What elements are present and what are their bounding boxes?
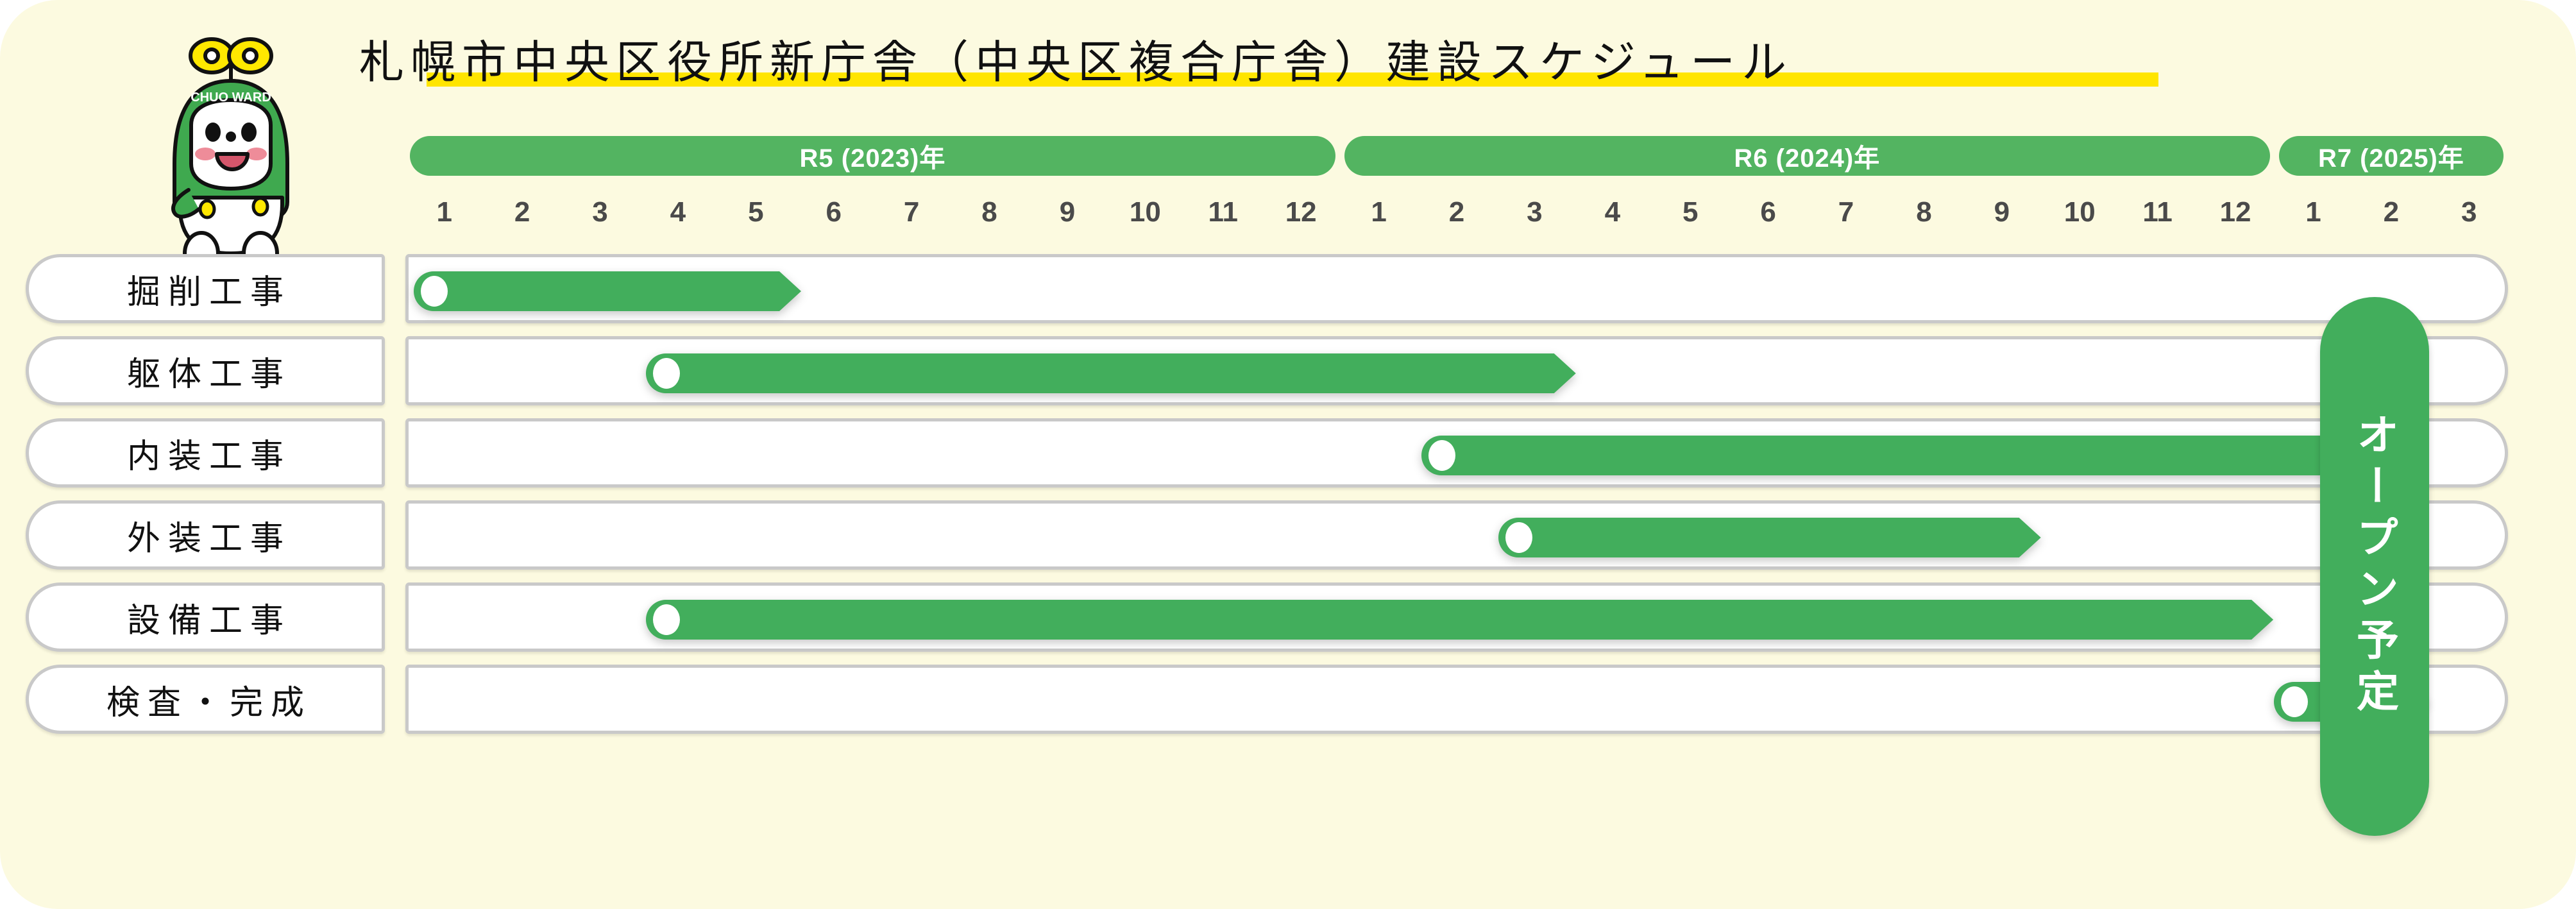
month-tick-7: 7 [903, 196, 920, 228]
month-tick-6: 6 [826, 196, 842, 228]
row-label-6[interactable]: 検査・完成 [26, 665, 385, 734]
gantt-row: 外装工事 [0, 500, 2534, 570]
open-scheduled-label: オープン予定 [2351, 412, 2398, 720]
year-pill-label: R5 (2023)年 [799, 144, 946, 173]
year-pill-3: R7 (2025)年 [2278, 136, 2504, 176]
svg-text:CHUO WARD: CHUO WARD [191, 90, 271, 105]
row-label-text: 設備工事 [126, 602, 291, 640]
row-track-2 [405, 336, 2508, 405]
gantt-row: 躯体工事 [0, 336, 2534, 405]
row-label-1[interactable]: 掘削工事 [26, 254, 385, 323]
gantt-bar-1[interactable] [414, 271, 802, 311]
open-scheduled-badge: オープン予定 [2320, 297, 2429, 836]
gantt-bar-5[interactable] [646, 600, 2274, 640]
row-label-text: 検査・完成 [106, 684, 312, 722]
row-label-2[interactable]: 躯体工事 [26, 336, 385, 405]
gantt-bar-3[interactable] [1421, 436, 2351, 475]
month-tick-18: 6 [1760, 196, 1776, 228]
month-tick-4: 4 [670, 196, 686, 228]
row-track-5 [405, 582, 2508, 652]
row-track-6 [405, 665, 2508, 734]
row-label-text: 外装工事 [126, 520, 291, 557]
year-pill-label: R6 (2024)年 [1734, 144, 1881, 173]
row-label-text: 躯体工事 [126, 355, 291, 393]
month-tick-14: 2 [1448, 196, 1465, 228]
month-tick-26: 2 [2383, 196, 2400, 228]
month-tick-2: 2 [514, 196, 530, 228]
gantt-row: 掘削工事 [0, 254, 2534, 323]
year-pill-1: R5 (2023)年 [410, 136, 1335, 176]
month-tick-5: 5 [748, 196, 764, 228]
month-tick-22: 10 [2063, 196, 2096, 228]
month-tick-19: 7 [1838, 196, 1854, 228]
month-tick-25: 1 [2305, 196, 2321, 228]
month-tick-17: 5 [1682, 196, 1699, 228]
month-tick-13: 1 [1371, 196, 1387, 228]
gantt-row: 内装工事 [0, 418, 2534, 488]
page-title-text: 札幌市中央区役所新庁舎（中央区複合庁舎）建設スケジュール [359, 37, 1793, 87]
year-pill-label: R7 (2025)年 [2318, 144, 2464, 173]
chuo-ward-mascot-icon: CHUO WARD [135, 32, 327, 276]
page-title: 札幌市中央区役所新庁舎（中央区複合庁舎）建設スケジュール [359, 29, 2284, 99]
month-tick-10: 10 [1129, 196, 1161, 228]
month-tick-12: 12 [1285, 196, 1317, 228]
month-tick-16: 4 [1604, 196, 1621, 228]
month-tick-27: 3 [2461, 196, 2477, 228]
row-label-text: 掘削工事 [126, 273, 291, 311]
month-tick-24: 12 [2219, 196, 2251, 228]
month-tick-11: 11 [1208, 196, 1239, 228]
row-track-4 [405, 500, 2508, 570]
month-tick-1: 1 [436, 196, 452, 228]
gantt-row: 設備工事 [0, 582, 2534, 652]
gantt-bar-4[interactable] [1498, 518, 2042, 557]
month-tick-9: 9 [1059, 196, 1076, 228]
month-tick-3: 3 [592, 196, 608, 228]
title-highlight-bar [427, 72, 2158, 87]
row-label-5[interactable]: 設備工事 [26, 582, 385, 652]
month-tick-20: 8 [1916, 196, 1932, 228]
month-tick-23: 11 [2142, 196, 2173, 228]
row-label-4[interactable]: 外装工事 [26, 500, 385, 570]
year-pill-2: R6 (2024)年 [1344, 136, 2270, 176]
row-track-1 [405, 254, 2508, 323]
month-tick-15: 3 [1527, 196, 1543, 228]
gantt-row: 検査・完成 [0, 665, 2534, 734]
month-tick-21: 9 [1994, 196, 2010, 228]
gantt-bar-2[interactable] [646, 353, 1577, 393]
row-label-3[interactable]: 内装工事 [26, 418, 385, 488]
month-tick-8: 8 [981, 196, 997, 228]
row-label-text: 内装工事 [126, 438, 291, 475]
row-track-3 [405, 418, 2508, 488]
year-header-row: R5 (2023)年 R6 (2024)年 R7 (2025)年 [405, 136, 2508, 176]
